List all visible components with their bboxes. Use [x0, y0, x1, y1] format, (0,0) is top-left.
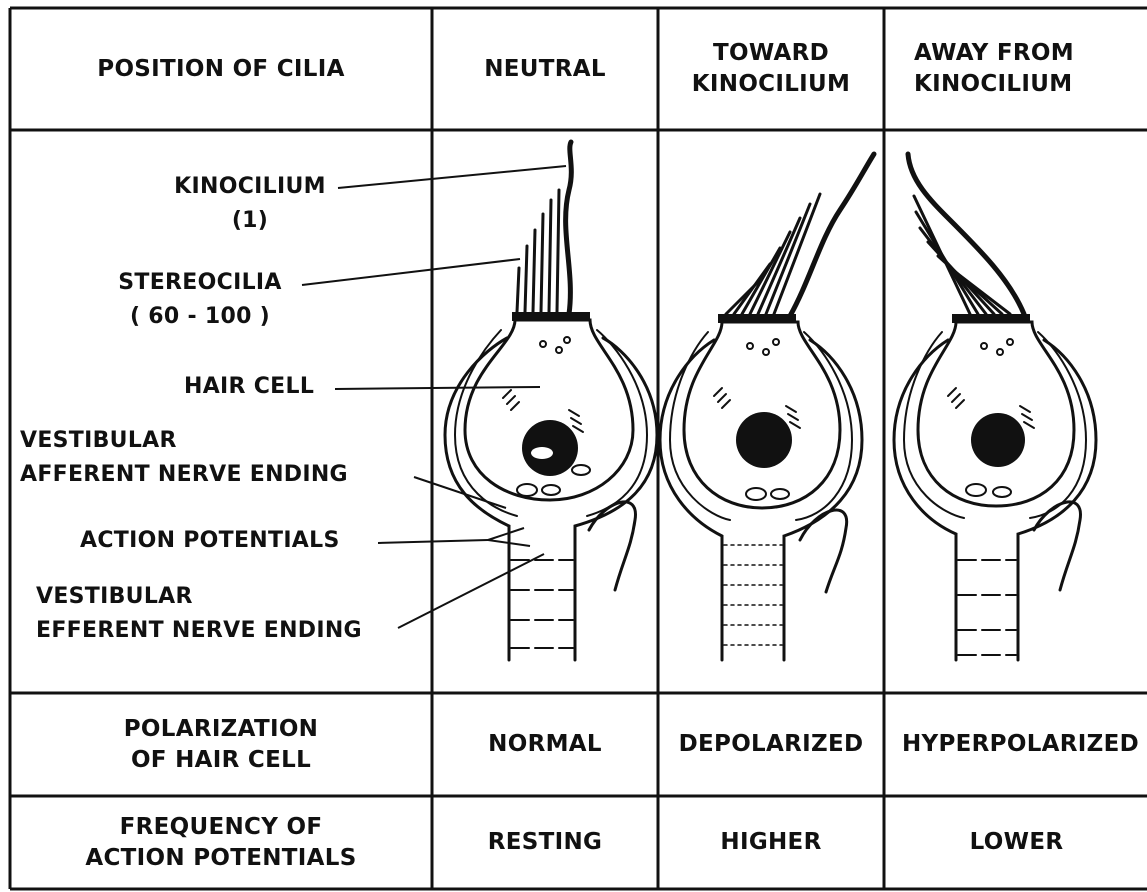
stereocilia-bundle: [914, 196, 1010, 314]
nucleus: [971, 413, 1025, 467]
